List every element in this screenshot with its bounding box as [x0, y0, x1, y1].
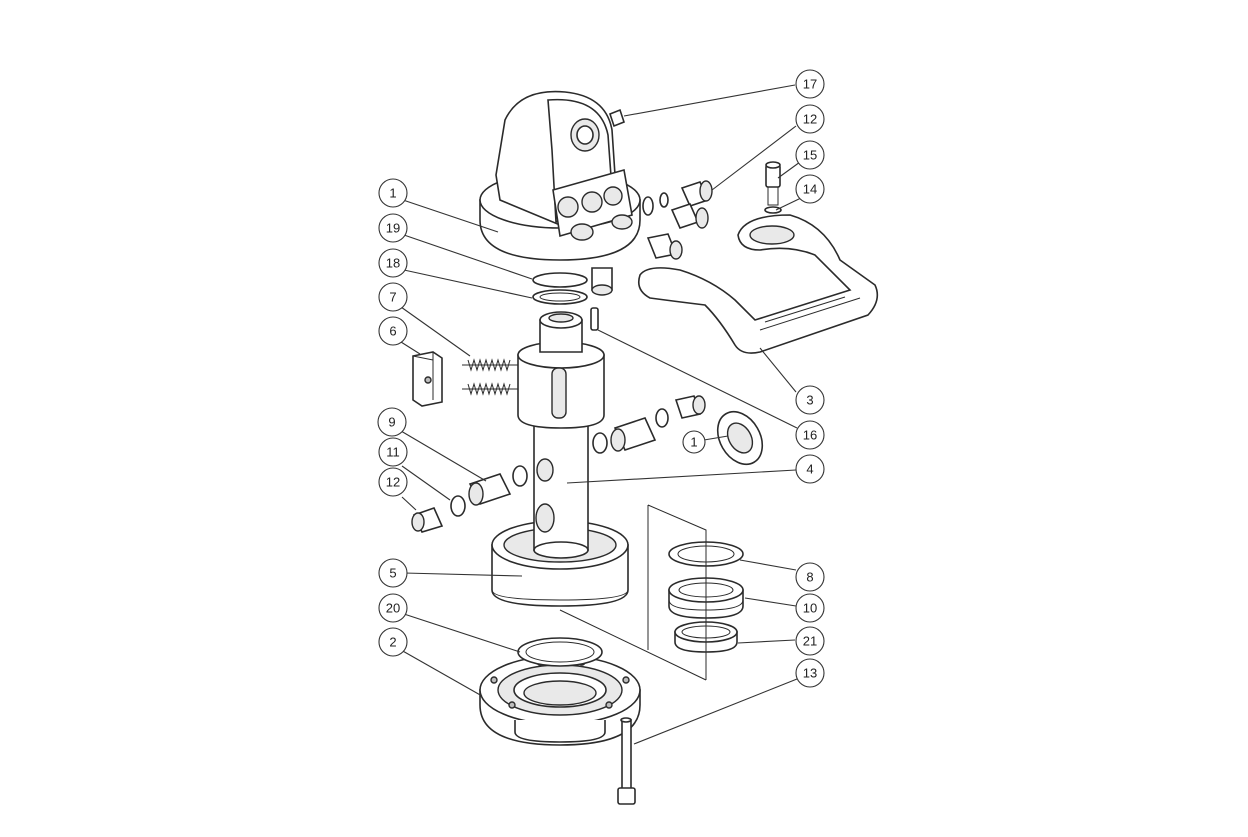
- callout-12-upper: 12: [795, 104, 825, 134]
- callout-label: 6: [389, 324, 396, 339]
- callout-label: 12: [386, 475, 400, 490]
- callout-label: 2: [389, 635, 396, 650]
- callout-19: 19: [378, 213, 408, 243]
- fittings-upper: [591, 180, 713, 296]
- callout-label: 8: [806, 570, 813, 585]
- callout-21: 21: [795, 626, 825, 656]
- callout-label: 16: [803, 428, 817, 443]
- callout-11: 11: [378, 437, 408, 467]
- callout-16: 16: [795, 420, 825, 450]
- lower-housing-ring: [491, 520, 629, 607]
- bracket-handle: [637, 214, 879, 354]
- callout-label: 21: [803, 634, 817, 649]
- callout-label: 17: [803, 77, 817, 92]
- callout-9: 9: [377, 407, 407, 437]
- pin-16: [590, 307, 599, 331]
- rotator-head: [479, 90, 641, 261]
- callout-20: 20: [378, 593, 408, 623]
- o-rings-upper: [532, 272, 588, 305]
- callout-label: 14: [803, 182, 817, 197]
- central-shaft: [533, 419, 589, 559]
- callout-17: 17: [795, 69, 825, 99]
- leader-lines: [400, 84, 802, 745]
- callout-label: 3: [806, 393, 813, 408]
- callout-1-middle: 1: [682, 430, 706, 454]
- callout-label: 1: [389, 186, 396, 201]
- callout-label: 11: [386, 445, 400, 460]
- callout-label: 10: [803, 601, 817, 616]
- callout-label: 7: [389, 290, 396, 305]
- callout-14: 14: [795, 174, 825, 204]
- callout-18: 18: [378, 248, 408, 278]
- callout-6: 6: [378, 316, 408, 346]
- callout-label: 15: [803, 148, 817, 163]
- bottom-flange-housing: [479, 637, 641, 746]
- callout-15: 15: [795, 140, 825, 170]
- callout-label: 1: [690, 435, 697, 450]
- fittings-left: [411, 465, 528, 533]
- swivel-collar: [412, 311, 605, 429]
- callout-label: 4: [806, 462, 813, 477]
- callout-label: 20: [386, 601, 400, 616]
- assembly-drawing: [411, 90, 879, 805]
- callout-3: 3: [795, 385, 825, 415]
- bolt-15: [764, 161, 782, 214]
- callout-2: 2: [378, 627, 408, 657]
- callout-label: 5: [389, 566, 396, 581]
- bearing-stack: [559, 504, 744, 681]
- callout-4: 4: [795, 454, 825, 484]
- callout-label: 13: [803, 666, 817, 681]
- callout-label: 19: [386, 221, 400, 236]
- callout-5: 5: [378, 558, 408, 588]
- callout-label: 18: [386, 256, 400, 271]
- bolt-13: [617, 717, 636, 805]
- callout-label: 12: [803, 112, 817, 127]
- callout-12-lower: 12: [378, 467, 408, 497]
- callout-label: 9: [388, 415, 395, 430]
- fittings-middle: [592, 395, 764, 466]
- callout-1-upper: 1: [378, 178, 408, 208]
- callout-13: 13: [795, 658, 825, 688]
- callout-10: 10: [795, 593, 825, 623]
- plug-17: [609, 108, 625, 128]
- callout-7: 7: [378, 282, 408, 312]
- callout-8: 8: [795, 562, 825, 592]
